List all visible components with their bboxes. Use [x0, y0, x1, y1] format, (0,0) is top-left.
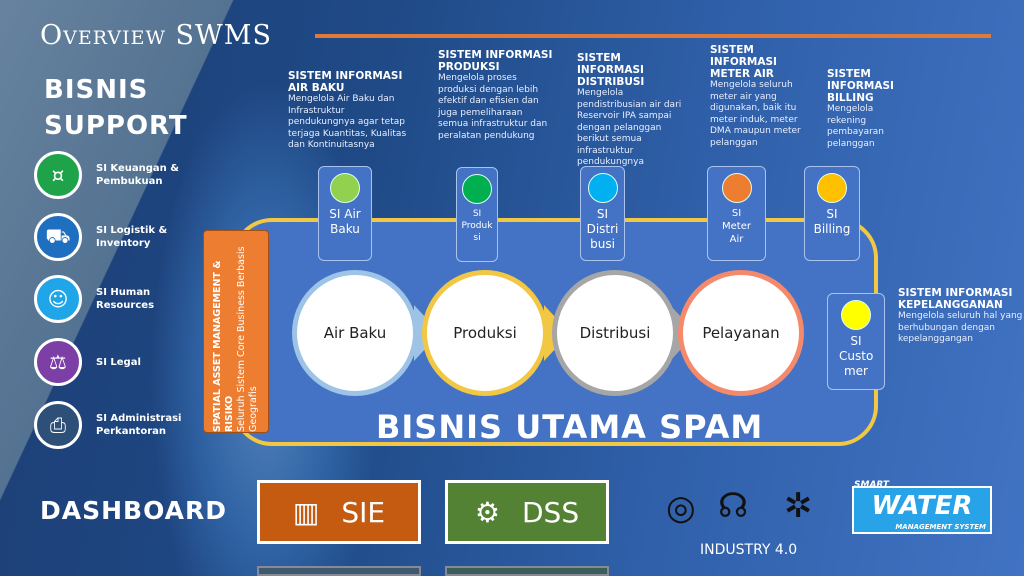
- status-dot: [462, 174, 492, 204]
- support-item-administrasi[interactable]: ⎙SI Administrasi Perkantoran: [34, 401, 186, 449]
- signal-icon: ◎: [666, 488, 696, 528]
- card-si-billing[interactable]: SI Billing: [804, 166, 860, 261]
- process-air-baku[interactable]: Air Baku: [292, 270, 418, 396]
- status-dot: [841, 300, 871, 330]
- dashboard-button-partial[interactable]: [257, 566, 421, 576]
- bar-chart-icon: ▥: [292, 495, 320, 529]
- status-dot: [587, 173, 618, 203]
- card-si-customer[interactable]: SI Custo mer: [827, 293, 885, 390]
- card-si-produksi[interactable]: SI Produk si: [456, 167, 498, 262]
- process-pelayanan[interactable]: Pelayanan: [678, 270, 804, 396]
- main-label: BISNIS UTAMA SPAM: [376, 408, 764, 446]
- process-distribusi[interactable]: Distribusi: [552, 270, 678, 396]
- status-dot: [330, 173, 360, 203]
- industry-label: INDUSTRY 4.0: [700, 542, 798, 558]
- dashboard-button-partial[interactable]: [445, 566, 609, 576]
- support-item-logistik[interactable]: ⛟SI Logistik & Inventory: [34, 213, 186, 261]
- support-item-keuangan[interactable]: ¤SI Keuangan & Pembukuan: [34, 151, 186, 199]
- printer-icon: ⎙: [34, 401, 82, 449]
- support-item-hr[interactable]: ☺SI Human Resources: [34, 275, 186, 323]
- dashboard-heading: DASHBOARD: [40, 496, 228, 525]
- network-icon: ✲: [784, 486, 813, 526]
- truck-icon: ⛟: [34, 213, 82, 261]
- ai-head-icon: ☊: [718, 486, 749, 526]
- head-gears-icon: ⚙: [474, 495, 500, 529]
- process-produksi[interactable]: Produksi: [422, 270, 548, 396]
- card-si-distribusi[interactable]: SI Distri busi: [580, 166, 625, 261]
- person-icon: ☺: [34, 275, 82, 323]
- status-dot: [721, 173, 752, 203]
- title-divider: [315, 34, 991, 38]
- card-si-meter-air[interactable]: SI Meter Air: [707, 166, 766, 261]
- scale-icon: ⚖: [34, 338, 82, 386]
- dss-button[interactable]: ⚙DSS: [445, 480, 609, 544]
- coins-icon: ¤: [34, 151, 82, 199]
- page-title: Overview SWMS: [40, 20, 272, 51]
- support-item-legal[interactable]: ⚖SI Legal: [34, 338, 186, 386]
- status-dot: [817, 173, 847, 203]
- sie-button[interactable]: ▥SIE: [257, 480, 421, 544]
- card-si-air-baku[interactable]: SI Air Baku: [318, 166, 372, 261]
